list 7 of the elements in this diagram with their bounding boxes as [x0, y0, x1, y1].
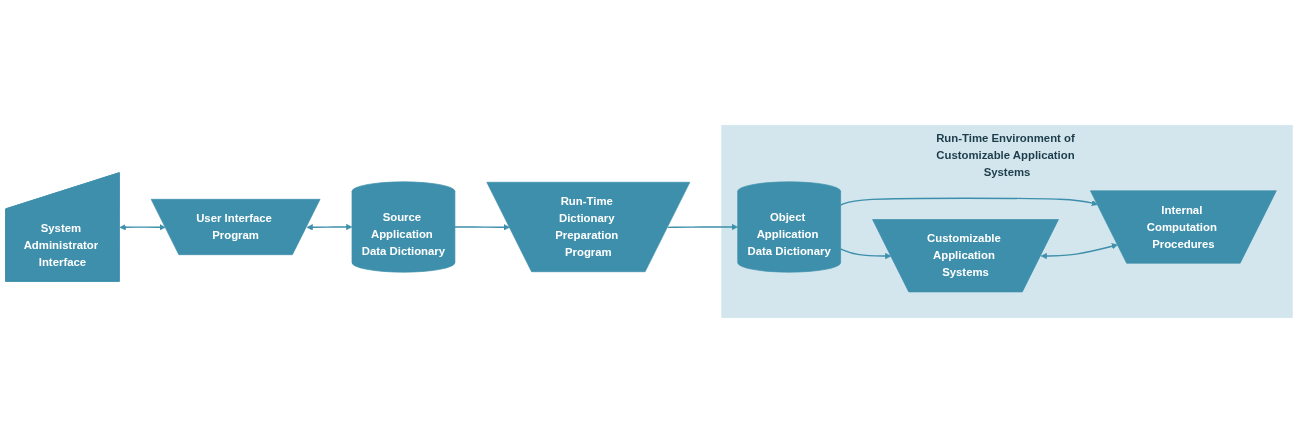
arrow	[306, 223, 353, 231]
arrow	[454, 224, 510, 231]
arrow	[119, 224, 166, 231]
arrow	[839, 248, 892, 260]
arrow	[667, 223, 738, 231]
arrow	[839, 197, 1098, 207]
arrow	[1040, 243, 1118, 260]
